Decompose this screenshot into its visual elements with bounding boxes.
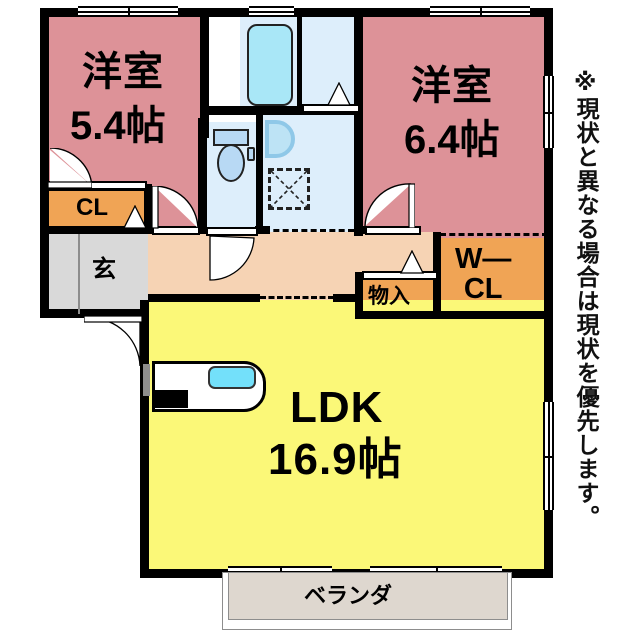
entrance-divider — [78, 234, 80, 314]
disclaimer-note: ※現状と異なる場合は現状を優先します。 — [573, 70, 600, 529]
window-bedroom-right-east — [543, 76, 554, 148]
room-fill-bedroom-right — [362, 16, 548, 238]
wall-corridor-top — [40, 226, 150, 234]
swing-marker-bathroom — [327, 82, 351, 106]
washing-machine-space-icon — [268, 168, 310, 210]
wall-bedroomL-right — [200, 8, 209, 138]
wall-wcl-bottom — [355, 311, 553, 319]
closet-wcl-label: W― CL — [455, 244, 511, 305]
ldk-name: LDK — [290, 383, 384, 432]
door-toilet[interactable] — [208, 236, 256, 282]
bedroom-right-door-strip[interactable] — [365, 226, 421, 235]
wall-toilet-left — [198, 118, 207, 234]
swing-marker-storage — [400, 250, 424, 274]
room-fill-ldk — [148, 300, 548, 576]
storage-label: 物入 — [368, 285, 410, 308]
wall-top — [40, 8, 553, 17]
wall-bath-inner-v — [297, 16, 302, 112]
closet-cl-label: CL — [76, 194, 108, 221]
bathtub-fixture — [247, 24, 293, 106]
bedroom-right-size: 6.4帖 — [404, 118, 500, 162]
balcony-label: ベランダ — [304, 583, 393, 608]
wall-bath-right — [354, 8, 363, 236]
door-bedroom-right-hall[interactable] — [363, 182, 415, 228]
wall-right — [544, 8, 553, 578]
toilet-bowl-icon — [217, 144, 245, 182]
closet-opening-wcl — [440, 233, 548, 236]
toilet-lever-icon — [247, 147, 255, 161]
door-bedroom-left-west[interactable] — [48, 148, 92, 188]
wall-bath-bottom — [200, 106, 362, 115]
closet-wcl-line2: CL — [463, 273, 503, 306]
room-fill-entrance — [44, 232, 148, 316]
kitchen-sink-icon — [208, 366, 256, 389]
bedroom-left-size: 5.4帖 — [70, 104, 166, 148]
bedroom-right-name: 洋室 — [411, 64, 493, 108]
balcony-floor — [228, 572, 508, 620]
window-ldk-east — [543, 402, 554, 510]
wall-entrance-bottom — [40, 309, 148, 318]
bedroom-left-name: 洋室 — [82, 50, 164, 94]
wall-ldk-left — [140, 300, 149, 578]
wash-basin-icon — [265, 120, 295, 158]
wall-hall-bottom — [148, 294, 260, 302]
swing-marker-bedroom-left — [123, 205, 147, 229]
wall-corridor-top-4 — [355, 226, 371, 234]
ldk-hall-opening — [260, 296, 334, 299]
door-bedroom-left-hall[interactable] — [152, 186, 200, 230]
window-bedroom-left-top — [78, 6, 178, 17]
kitchen-counter-stub — [152, 390, 188, 408]
closet-door-storage[interactable] — [362, 271, 438, 280]
window-bathroom-top — [249, 6, 294, 17]
wall-left-upper — [40, 8, 49, 318]
closet-door-cl[interactable] — [46, 181, 147, 190]
bedroom-left-door-strip[interactable] — [152, 226, 200, 235]
entrance-label: 玄 — [92, 256, 116, 283]
door-entrance[interactable] — [84, 316, 142, 370]
toilet-door[interactable] — [206, 227, 258, 236]
room-fill-hallway-east — [355, 232, 440, 274]
wall-cl-right — [144, 184, 152, 230]
kitchen-wall-stub — [143, 364, 150, 396]
window-bedroom-right-top — [430, 6, 530, 17]
wall-storage-left — [355, 274, 363, 318]
ldk-size: 16.9帖 — [268, 435, 403, 484]
wall-toilet-right — [256, 114, 263, 234]
closet-wcl-line1: W― — [455, 243, 512, 275]
wall-hall-bottom-2 — [333, 294, 363, 302]
washroom-opening — [264, 229, 354, 232]
